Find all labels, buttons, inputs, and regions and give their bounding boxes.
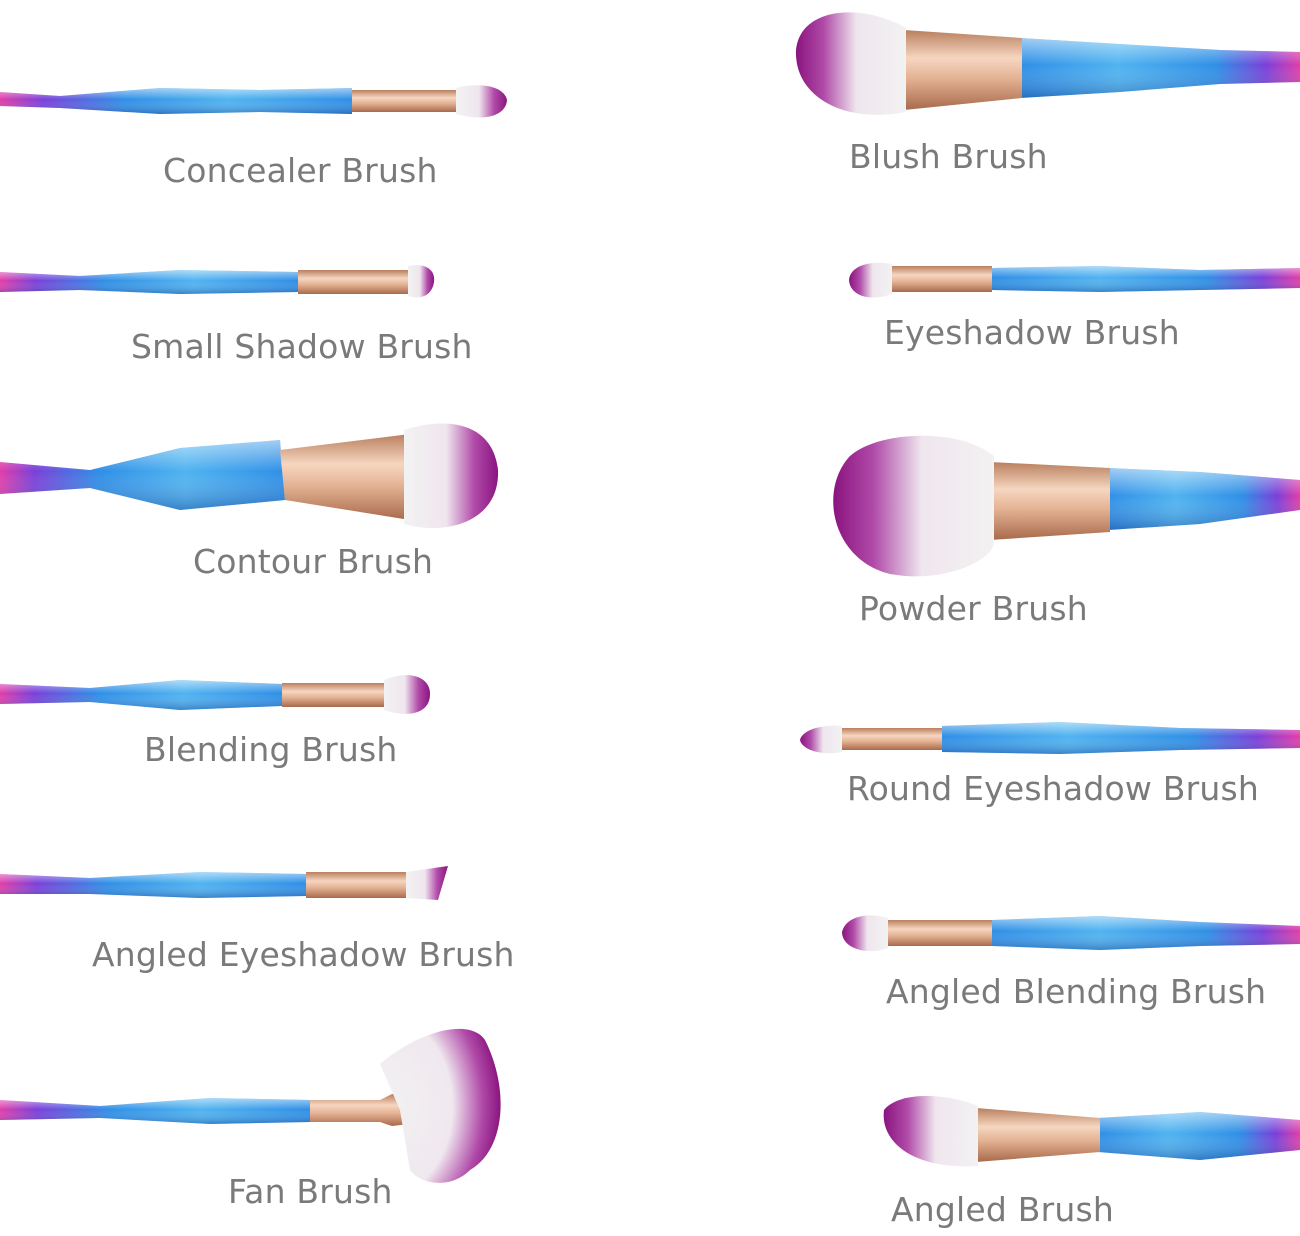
- brush-ferrule: [298, 270, 410, 294]
- brush-bristles: [408, 264, 435, 298]
- handle-facets: [0, 88, 352, 114]
- brush-ferrule: [976, 1108, 1100, 1162]
- brush-bristles: [456, 85, 507, 118]
- fan-brush-label: Fan Brush: [228, 1172, 393, 1211]
- brush-bristles: [833, 435, 994, 577]
- eyeshadow-brush-label: Eyeshadow Brush: [884, 313, 1180, 352]
- brush-ferrule: [306, 872, 408, 898]
- eyeshadow-brush: [849, 262, 1300, 298]
- angled-brush-label: Angled Brush: [891, 1190, 1114, 1229]
- brush-ferrule: [890, 266, 992, 292]
- handle-facets: [0, 680, 282, 710]
- brush-ferrule: [310, 1094, 410, 1126]
- brush-ferrule: [990, 462, 1110, 540]
- handle-facets: [992, 916, 1300, 950]
- brush-bristles: [406, 866, 448, 900]
- handle-facets: [992, 266, 1300, 292]
- powder-brush: [833, 435, 1300, 577]
- concealer-brush-label: Concealer Brush: [163, 151, 438, 190]
- powder-brush-label: Powder Brush: [859, 589, 1088, 628]
- handle-facets: [0, 440, 285, 510]
- blending-brush-label: Blending Brush: [144, 730, 398, 769]
- handle-facets: [1108, 468, 1300, 530]
- brush-ferrule: [904, 30, 1022, 110]
- handle-facets: [942, 722, 1300, 754]
- angled-blending-brush: [842, 915, 1300, 952]
- brush-bristles: [800, 725, 842, 754]
- brush-ferrule: [280, 434, 410, 520]
- blush-brush: [795, 12, 1300, 115]
- brush-bristles: [849, 262, 892, 298]
- round-eyeshadow-brush-label: Round Eyeshadow Brush: [847, 769, 1259, 808]
- handle-facets: [0, 1098, 310, 1124]
- concealer-brush: [0, 85, 507, 118]
- small-shadow-brush-label: Small Shadow Brush: [131, 327, 473, 366]
- blush-brush-label: Blush Brush: [849, 137, 1048, 176]
- contour-brush-label: Contour Brush: [193, 542, 434, 581]
- angled-eyeshadow-brush-label: Angled Eyeshadow Brush: [92, 935, 515, 974]
- brush-bristles: [380, 1028, 501, 1183]
- small-shadow-brush: [0, 264, 435, 298]
- brush-bristles: [842, 915, 888, 952]
- brush-ferrule: [352, 90, 458, 112]
- brush-bristles: [795, 12, 906, 115]
- brush-ferrule: [282, 683, 386, 707]
- handle-facets: [0, 270, 298, 294]
- angled-blending-brush-label: Angled Blending Brush: [886, 972, 1267, 1011]
- brush-bristles: [384, 675, 430, 714]
- angled-eyeshadow-brush: [0, 866, 448, 900]
- brush-bristles: [404, 423, 499, 529]
- brush-bristles: [883, 1096, 978, 1167]
- angled-brush: [883, 1096, 1300, 1167]
- round-eyeshadow-brush: [800, 722, 1300, 754]
- handle-facets: [1020, 38, 1300, 98]
- fan-brush: [0, 1028, 501, 1183]
- handle-facets: [0, 872, 306, 898]
- blending-brush: [0, 675, 430, 714]
- handle-facets: [1098, 1112, 1300, 1160]
- contour-brush: [0, 423, 499, 529]
- brush-ferrule: [840, 728, 942, 750]
- brush-ferrule: [886, 920, 992, 946]
